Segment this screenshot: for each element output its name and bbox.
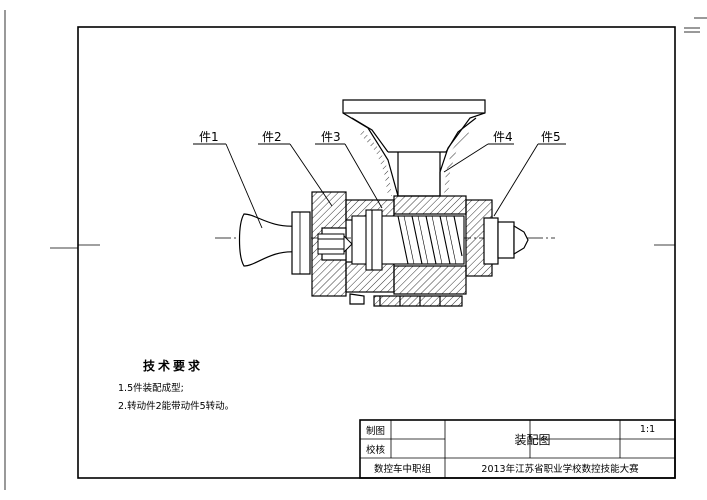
title-block [359, 419, 676, 479]
tech-requirement-1: 1.5件装配成型; [118, 383, 184, 394]
part-label-1: 件1 [199, 130, 219, 144]
sheet-edge-marks [4, 10, 707, 490]
title-block-group: 数控车中职组 [373, 464, 431, 475]
title-block-scale: 1:1 [639, 424, 656, 435]
part-label-3: 件3 [321, 130, 341, 144]
handle-knob [238, 211, 311, 275]
title-block-made-by: 制图 [365, 425, 385, 437]
screw-shaft [351, 209, 465, 271]
part-label-5: 件5 [541, 130, 561, 144]
tech-requirements-title: 技术要求 [143, 359, 204, 373]
registration-marks [50, 244, 675, 249]
locking-screw [317, 233, 353, 255]
title-block-drawing-name: 装配图 [514, 432, 551, 447]
part-label-4: 件4 [493, 130, 513, 144]
leader-lines [193, 143, 566, 229]
title-block-checked-by: 校核 [365, 444, 385, 456]
tech-requirement-2: 2.转动件2能带动件5转动。 [118, 401, 235, 412]
part-label-2: 件2 [262, 130, 282, 144]
hopper [342, 99, 486, 197]
title-block-competition: 2013年江苏省职业学校数控技能大赛 [481, 464, 639, 475]
nose-tip [483, 217, 529, 265]
